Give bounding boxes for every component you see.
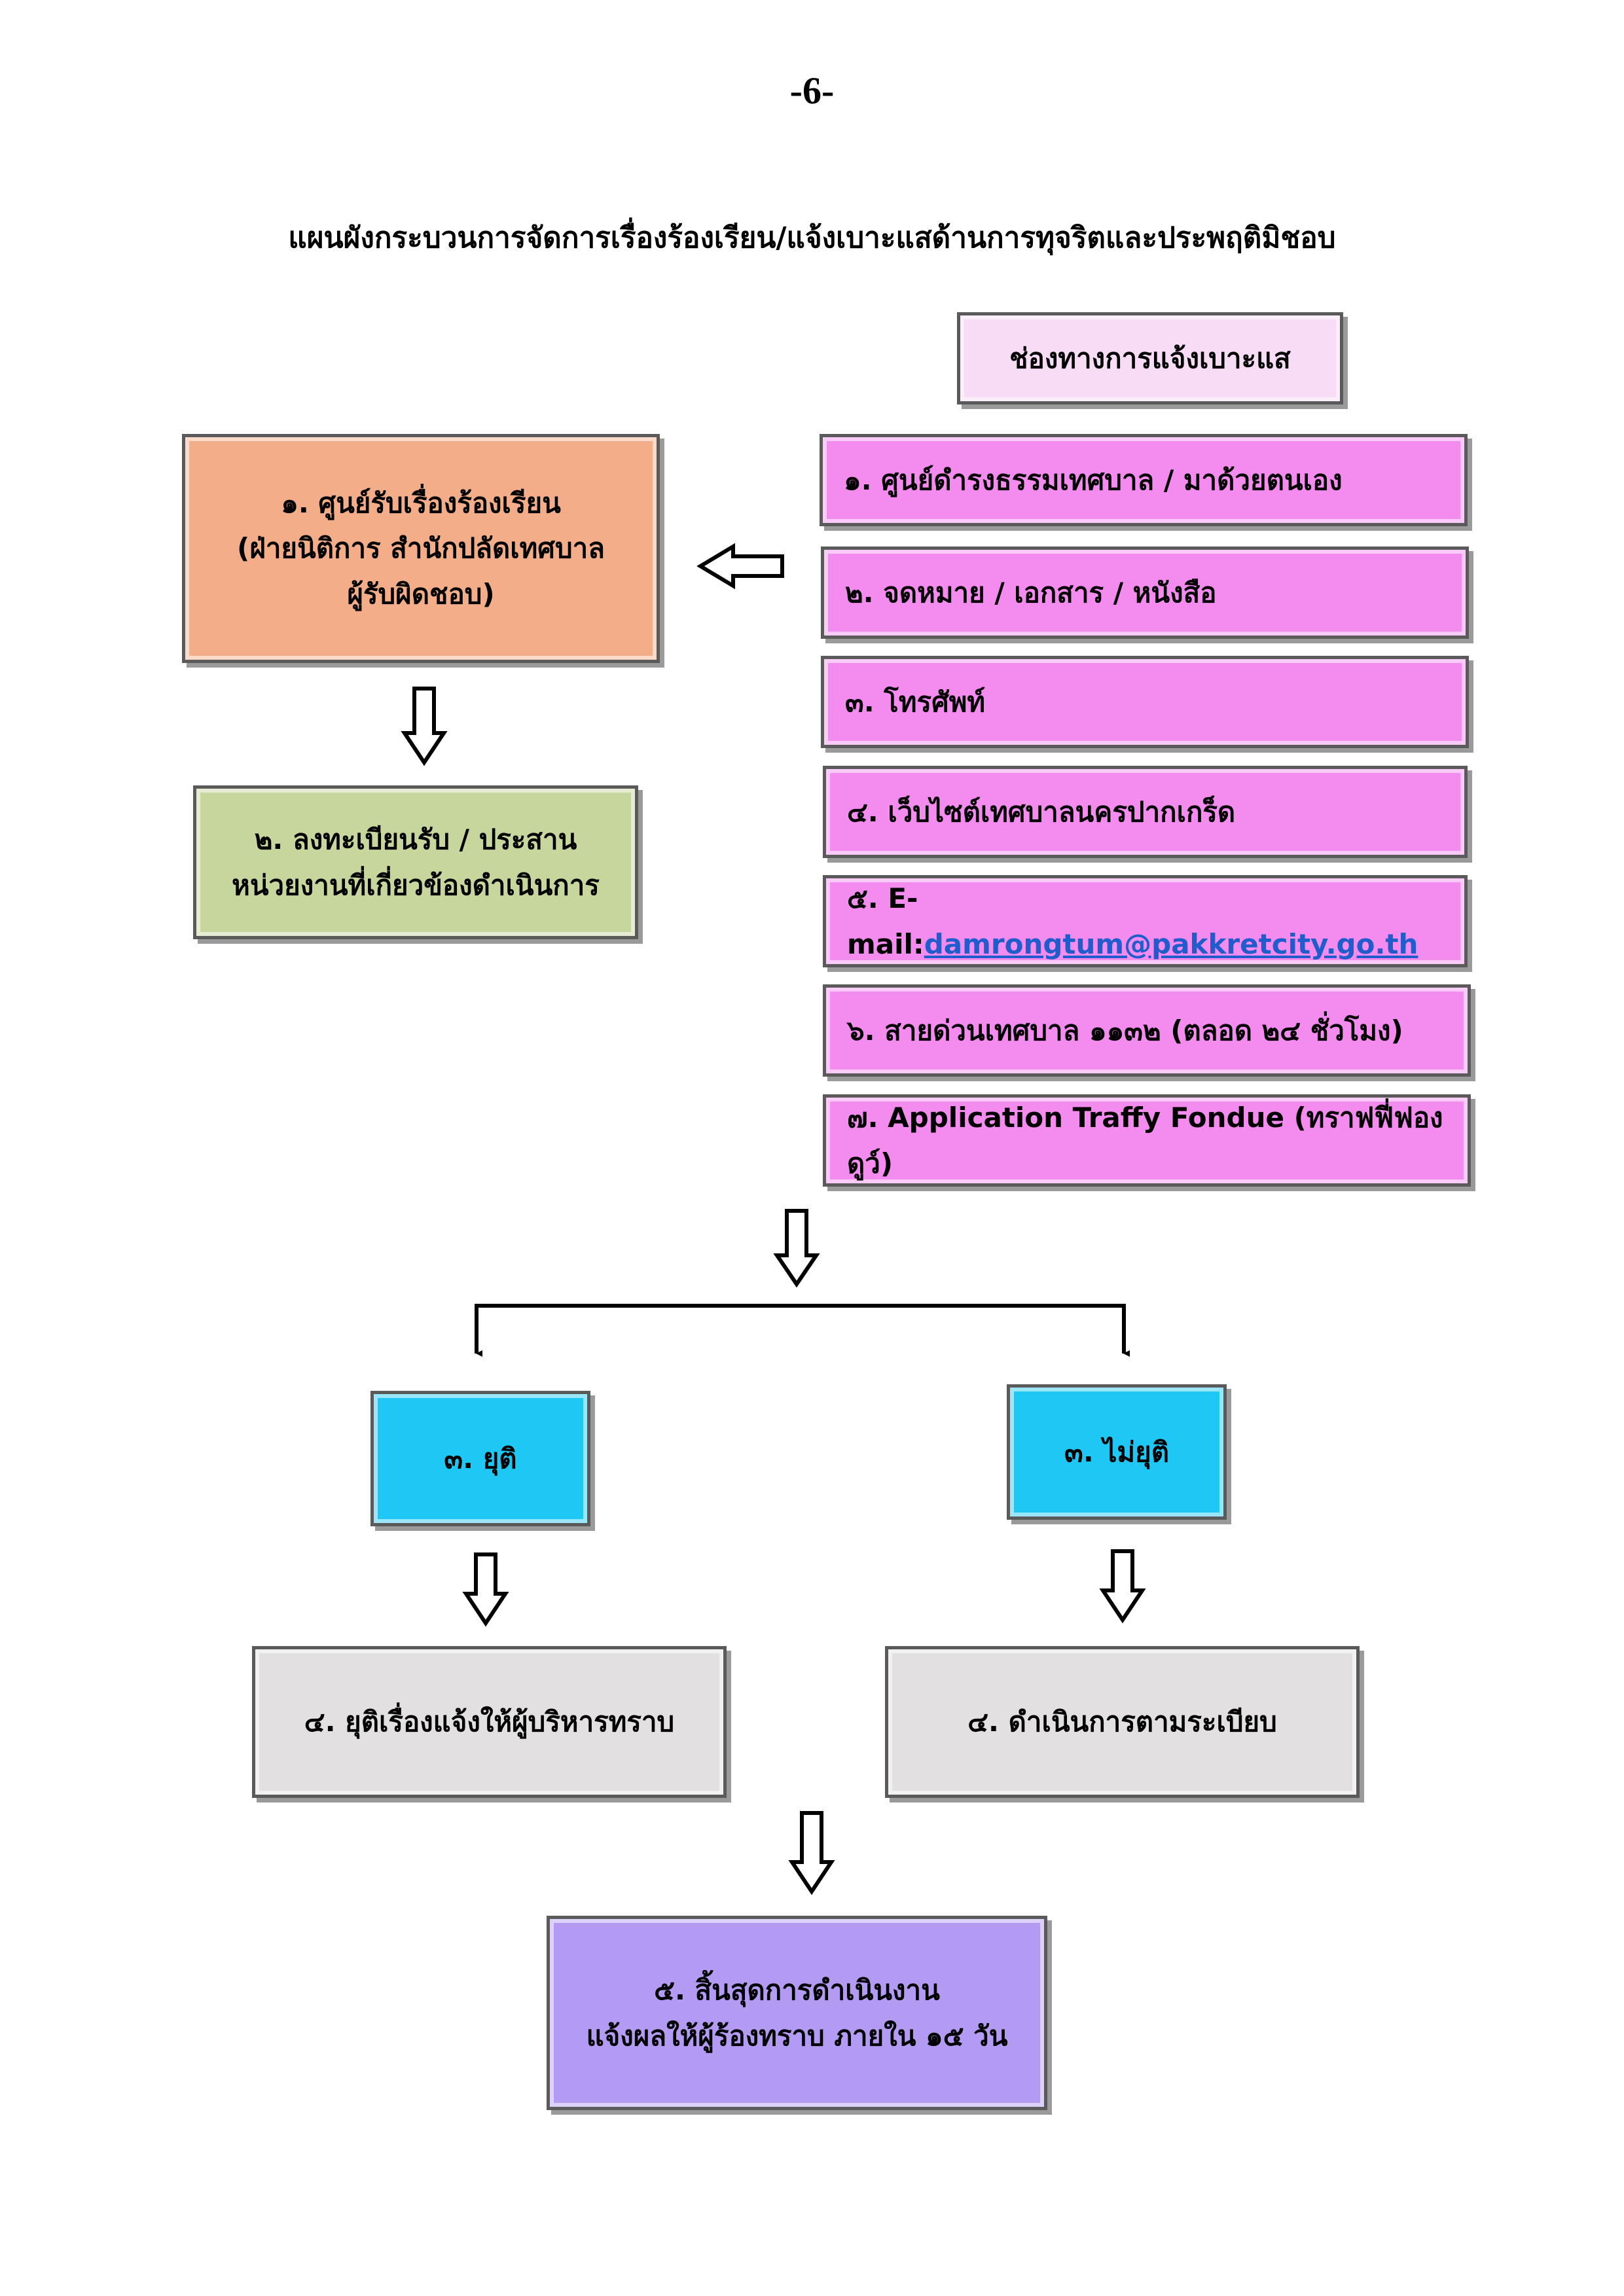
unresolved-label: ๓. ไม่ยุติ (1064, 1435, 1169, 1468)
resolved-step-label: ๔. ยุติเรื่องแจ้งให้ผู้บริหารทราบ (304, 1706, 675, 1738)
email-prefix: ๕. E-mail: (847, 882, 924, 960)
complaint-center-line: ๑. ศูนย์รับเรื่องร้องเรียน (281, 487, 561, 520)
unresolved-step-box: ๔. ดำเนินการตามระเบียบ (885, 1646, 1360, 1798)
channel-item-label: ๗. Application Traffy Fondue (ทราฟฟี่ฟอง… (847, 1102, 1443, 1179)
channel-item-label: ๒. จดหมาย / เอกสาร / หนังสือ (845, 576, 1217, 609)
channel-item: ๑. ศูนย์ดำรงธรรมเทศบาล / มาด้วยตนเอง (820, 434, 1468, 526)
email-link[interactable]: damrongtum@pakkretcity.go.th (924, 927, 1418, 960)
channel-item: ๗. Application Traffy Fondue (ทราฟฟี่ฟอง… (823, 1094, 1471, 1187)
channel-item-label: ๓. โทรศัพท์ (845, 685, 986, 718)
arrow-down-icon (462, 1552, 509, 1627)
register-line: ๒. ลงทะเบียนรับ / ประสาน (254, 823, 577, 856)
channel-item-label: ๔. เว็บไซต์เทศบาลนครปากเกร็ด (847, 795, 1236, 828)
arrow-left-icon (696, 543, 784, 590)
channel-item: ๔. เว็บไซต์เทศบาลนครปากเกร็ด (823, 766, 1468, 858)
channel-item-label: ๖. สายด่วนเทศบาล ๑๑๓๒ (ตลอด ๒๔ ชั่วโมง) (847, 1014, 1403, 1047)
document-title: แผนผังกระบวนการจัดการเรื่องร้องเรียน/แจ้… (288, 221, 1336, 255)
final-step-line: ๕. สิ้นสุดการดำเนินงาน (654, 1974, 940, 2007)
unresolved-box: ๓. ไม่ยุติ (1007, 1384, 1227, 1520)
channels-header-box: ช่องทางการแจ้งเบาะแส (957, 312, 1343, 404)
channel-item: ๒. จดหมาย / เอกสาร / หนังสือ (821, 547, 1469, 639)
resolved-label: ๓. ยุติ (444, 1442, 517, 1475)
complaint-center-box: ๑. ศูนย์รับเรื่องร้องเรียน (ฝ่ายนิติการ … (182, 434, 660, 663)
channel-item-label: ๑. ศูนย์ดำรงธรรมเทศบาล / มาด้วยตนเอง (844, 463, 1343, 496)
unresolved-step-label: ๔. ดำเนินการตามระเบียบ (967, 1706, 1277, 1738)
channel-item-email: ๕. E-mail:damrongtum@pakkretcity.go.th (823, 875, 1468, 967)
register-box: ๒. ลงทะเบียนรับ / ประสาน หน่วยงานที่เกี่… (193, 785, 638, 939)
channel-item-label: ๕. E-mail:damrongtum@pakkretcity.go.th (847, 876, 1464, 967)
arrow-down-icon (1099, 1549, 1146, 1624)
register-line: หน่วยงานที่เกี่ยวข้องดำเนินการ (232, 869, 600, 901)
final-step-line: แจ้งผลให้ผู้ร้องทราบ ภายใน ๑๕ วัน (586, 2019, 1008, 2052)
channels-header-label: ช่องทางการแจ้งเบาะแส (1009, 342, 1291, 374)
complaint-center-line: (ฝ่ายนิติการ สำนักปลัดเทศบาล (237, 532, 605, 565)
arrow-down-icon (773, 1209, 820, 1288)
resolved-box: ๓. ยุติ (370, 1391, 590, 1526)
final-step-box: ๕. สิ้นสุดการดำเนินงาน แจ้งผลให้ผู้ร้องท… (547, 1916, 1047, 2110)
arrow-down-icon (401, 687, 448, 766)
page-number: -6- (789, 69, 835, 112)
resolved-step-box: ๔. ยุติเรื่องแจ้งให้ผู้บริหารทราบ (252, 1646, 727, 1798)
channel-item: ๖. สายด่วนเทศบาล ๑๑๓๒ (ตลอด ๒๔ ชั่วโมง) (823, 984, 1471, 1077)
arrow-down-icon (788, 1811, 835, 1895)
channel-item: ๓. โทรศัพท์ (821, 656, 1469, 748)
complaint-center-line: ผู้รับผิดชอบ) (347, 577, 495, 610)
